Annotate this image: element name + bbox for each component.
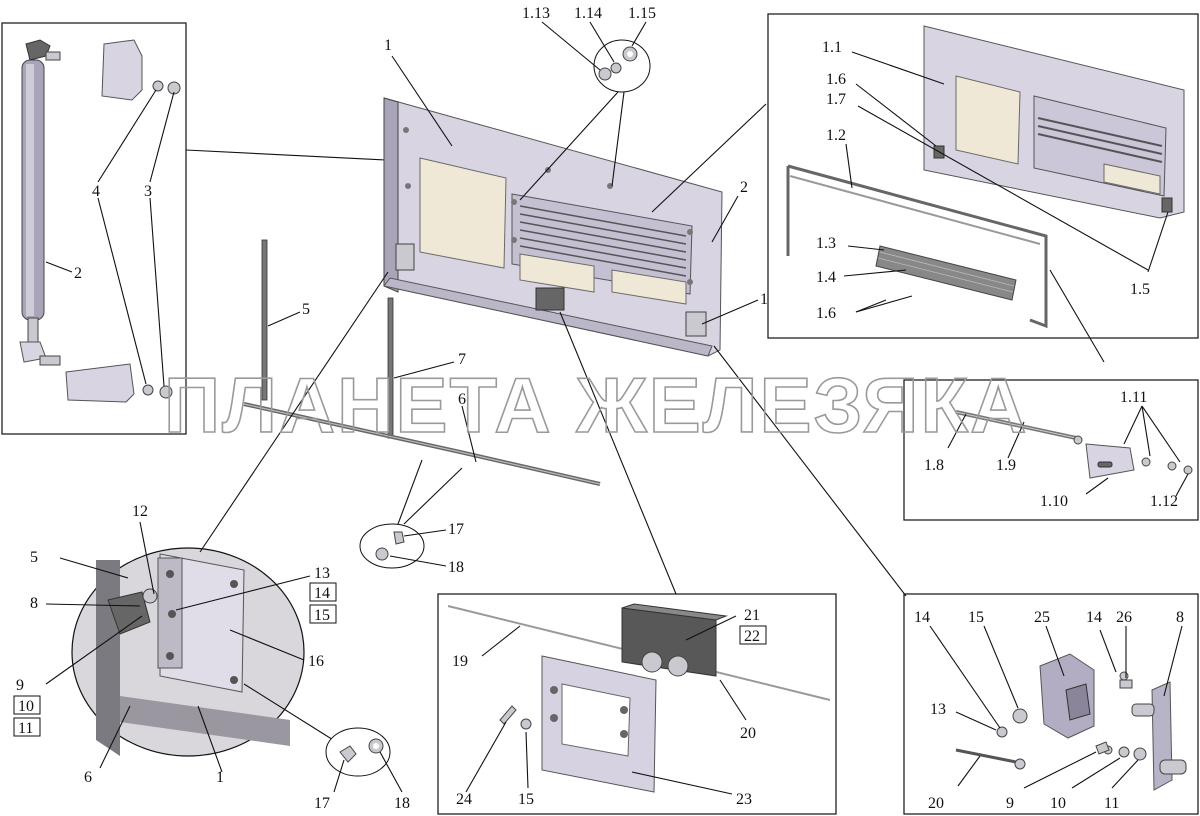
panel-latch-detail: 14 15 25 14 26 8 13 20 9 10 11 <box>903 593 1199 815</box>
label-c-11: 11 <box>18 720 33 737</box>
label-br-8: 8 <box>1176 609 1184 626</box>
label-left-3: 3 <box>144 183 152 200</box>
label-w-18: 18 <box>448 559 464 576</box>
label-1-15: 1.15 <box>628 5 656 22</box>
label-left-4: 4 <box>92 183 100 200</box>
label-br-14a: 14 <box>914 609 930 626</box>
label-br-9: 9 <box>1006 795 1014 812</box>
label-c-12: 12 <box>132 503 148 520</box>
label-c-14: 14 <box>314 585 330 602</box>
label-bm-15: 15 <box>518 791 534 808</box>
label-rod-5: 5 <box>302 301 310 318</box>
panel-lock-detail: 19 21 22 20 24 15 23 <box>437 593 837 815</box>
rods-group: 5 7 6 17 18 <box>243 239 601 576</box>
label-br-14b: 14 <box>1086 609 1102 626</box>
label-1-11: 1.11 <box>1120 389 1147 406</box>
label-1-12: 1.12 <box>1150 493 1178 510</box>
label-bm-22: 22 <box>744 628 760 645</box>
panel-hinge-detail: 1.11 1.8 1.9 1.10 1.12 <box>903 379 1199 521</box>
label-main-1: 1 <box>384 37 392 54</box>
label-br-15: 15 <box>968 609 984 626</box>
label-1-10: 1.10 <box>1040 493 1068 510</box>
label-1-13: 1.13 <box>522 5 550 22</box>
label-w-17: 17 <box>448 521 464 538</box>
callout-hinge-circle <box>71 547 305 757</box>
label-br-10: 10 <box>1050 795 1066 812</box>
label-c-15: 15 <box>314 607 330 624</box>
label-1-3: 1.3 <box>816 235 836 252</box>
label-1-14: 1.14 <box>574 5 602 22</box>
label-br-26: 26 <box>1116 609 1132 626</box>
label-c-6: 6 <box>84 769 92 786</box>
label-1-1: 1.1 <box>822 39 842 56</box>
watermark-text: ПЛАНЕТА ЖЕЛЕЗЯКА <box>164 361 1028 449</box>
label-c-13: 13 <box>314 565 330 582</box>
label-br-11: 11 <box>1104 795 1119 812</box>
label-bm-19: 19 <box>452 653 468 670</box>
label-1-9: 1.9 <box>996 457 1016 474</box>
label-rod-7: 7 <box>458 351 466 368</box>
main-panel-assembly <box>383 97 723 357</box>
label-bm-23: 23 <box>736 791 752 808</box>
label-bm-21: 21 <box>744 607 760 624</box>
label-rod-6: 6 <box>458 391 466 408</box>
label-1-6-top: 1.6 <box>826 71 846 88</box>
label-c-16: 16 <box>308 653 324 670</box>
group-top-fasteners: 1.13 1.14 1.15 <box>519 5 656 201</box>
label-c-9: 9 <box>16 677 24 694</box>
label-c-8: 8 <box>30 595 38 612</box>
panel-gas-strut: 2 4 3 <box>1 22 187 435</box>
label-bm-24: 24 <box>456 791 472 808</box>
label-1-6-bottom: 1.6 <box>816 305 836 322</box>
label-c-10: 10 <box>18 698 34 715</box>
panel-grille-detail: 1.1 1.6 1.7 1.2 1.3 1.4 1.6 1.5 <box>767 13 1199 339</box>
label-left-2: 2 <box>74 265 82 282</box>
label-c-5: 5 <box>30 549 38 566</box>
label-br-25: 25 <box>1034 609 1050 626</box>
label-1-2: 1.2 <box>826 127 846 144</box>
label-1-8: 1.8 <box>924 457 944 474</box>
label-br-13: 13 <box>930 701 946 718</box>
label-br-20: 20 <box>928 795 944 812</box>
label-c-17: 17 <box>314 795 330 812</box>
label-1-4: 1.4 <box>816 269 836 286</box>
label-c-1: 1 <box>216 769 224 786</box>
label-c-18: 18 <box>394 795 410 812</box>
label-bm-20: 20 <box>740 725 756 742</box>
label-main-2: 2 <box>740 179 748 196</box>
label-1-7: 1.7 <box>826 91 846 108</box>
label-1-5: 1.5 <box>1130 281 1150 298</box>
group-washer-bottom <box>325 727 403 793</box>
